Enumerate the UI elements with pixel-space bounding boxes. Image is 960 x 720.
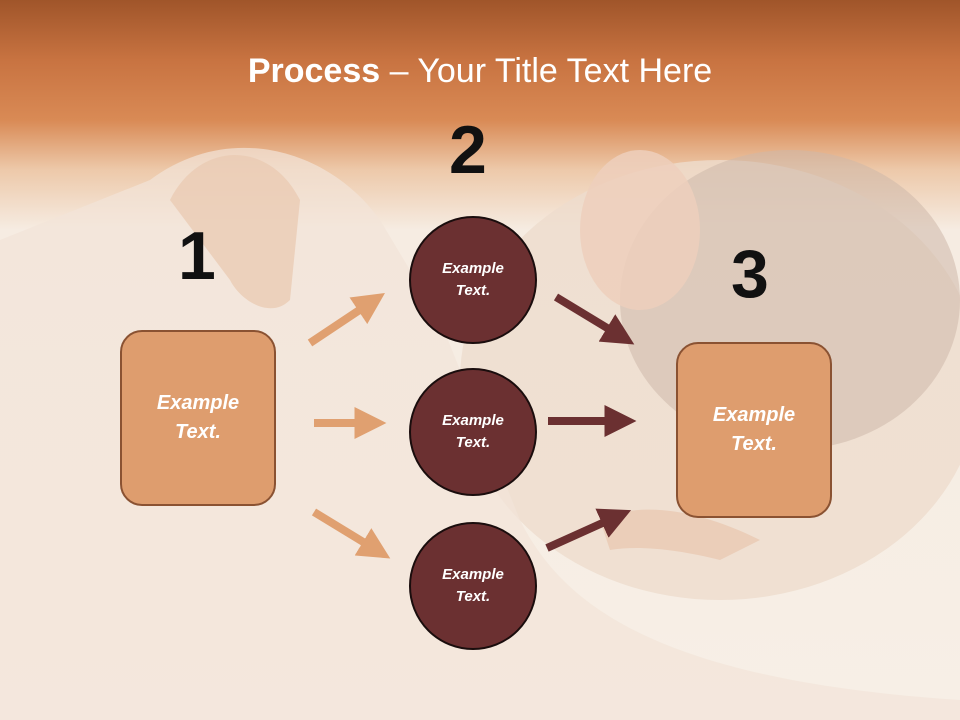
step-3-box: Example Text. [676,342,832,518]
step-2-circle-middle: Example Text. [409,368,537,496]
arrow-top-to-3 [553,293,635,345]
slide-title: Process – Your Title Text Here [0,52,960,91]
step-2-circle-bottom-text: Example Text. [442,565,504,606]
step-2-circle-bottom: Example Text. [409,522,537,650]
step-2-circle-middle-text: Example Text. [442,411,504,452]
arrow-bottom-to-3 [545,508,632,552]
arrow-1-to-top [307,293,385,347]
step-3-text: Example Text. [712,404,796,455]
step-2-circle-top: Example Text. [409,216,537,344]
step-3-number: 3 [731,236,769,312]
step-1-number: 1 [178,218,216,294]
step-2-circle-top-text: Example Text. [442,259,504,300]
arrow-1-to-bottom [311,508,391,559]
step-1-box: Example Text. [120,330,276,506]
title-bold: Process [247,52,381,90]
step-1-text: Example Text. [156,392,240,443]
title-rest: – Your Title Text Here [380,52,713,90]
step-2-number: 2 [449,112,487,188]
